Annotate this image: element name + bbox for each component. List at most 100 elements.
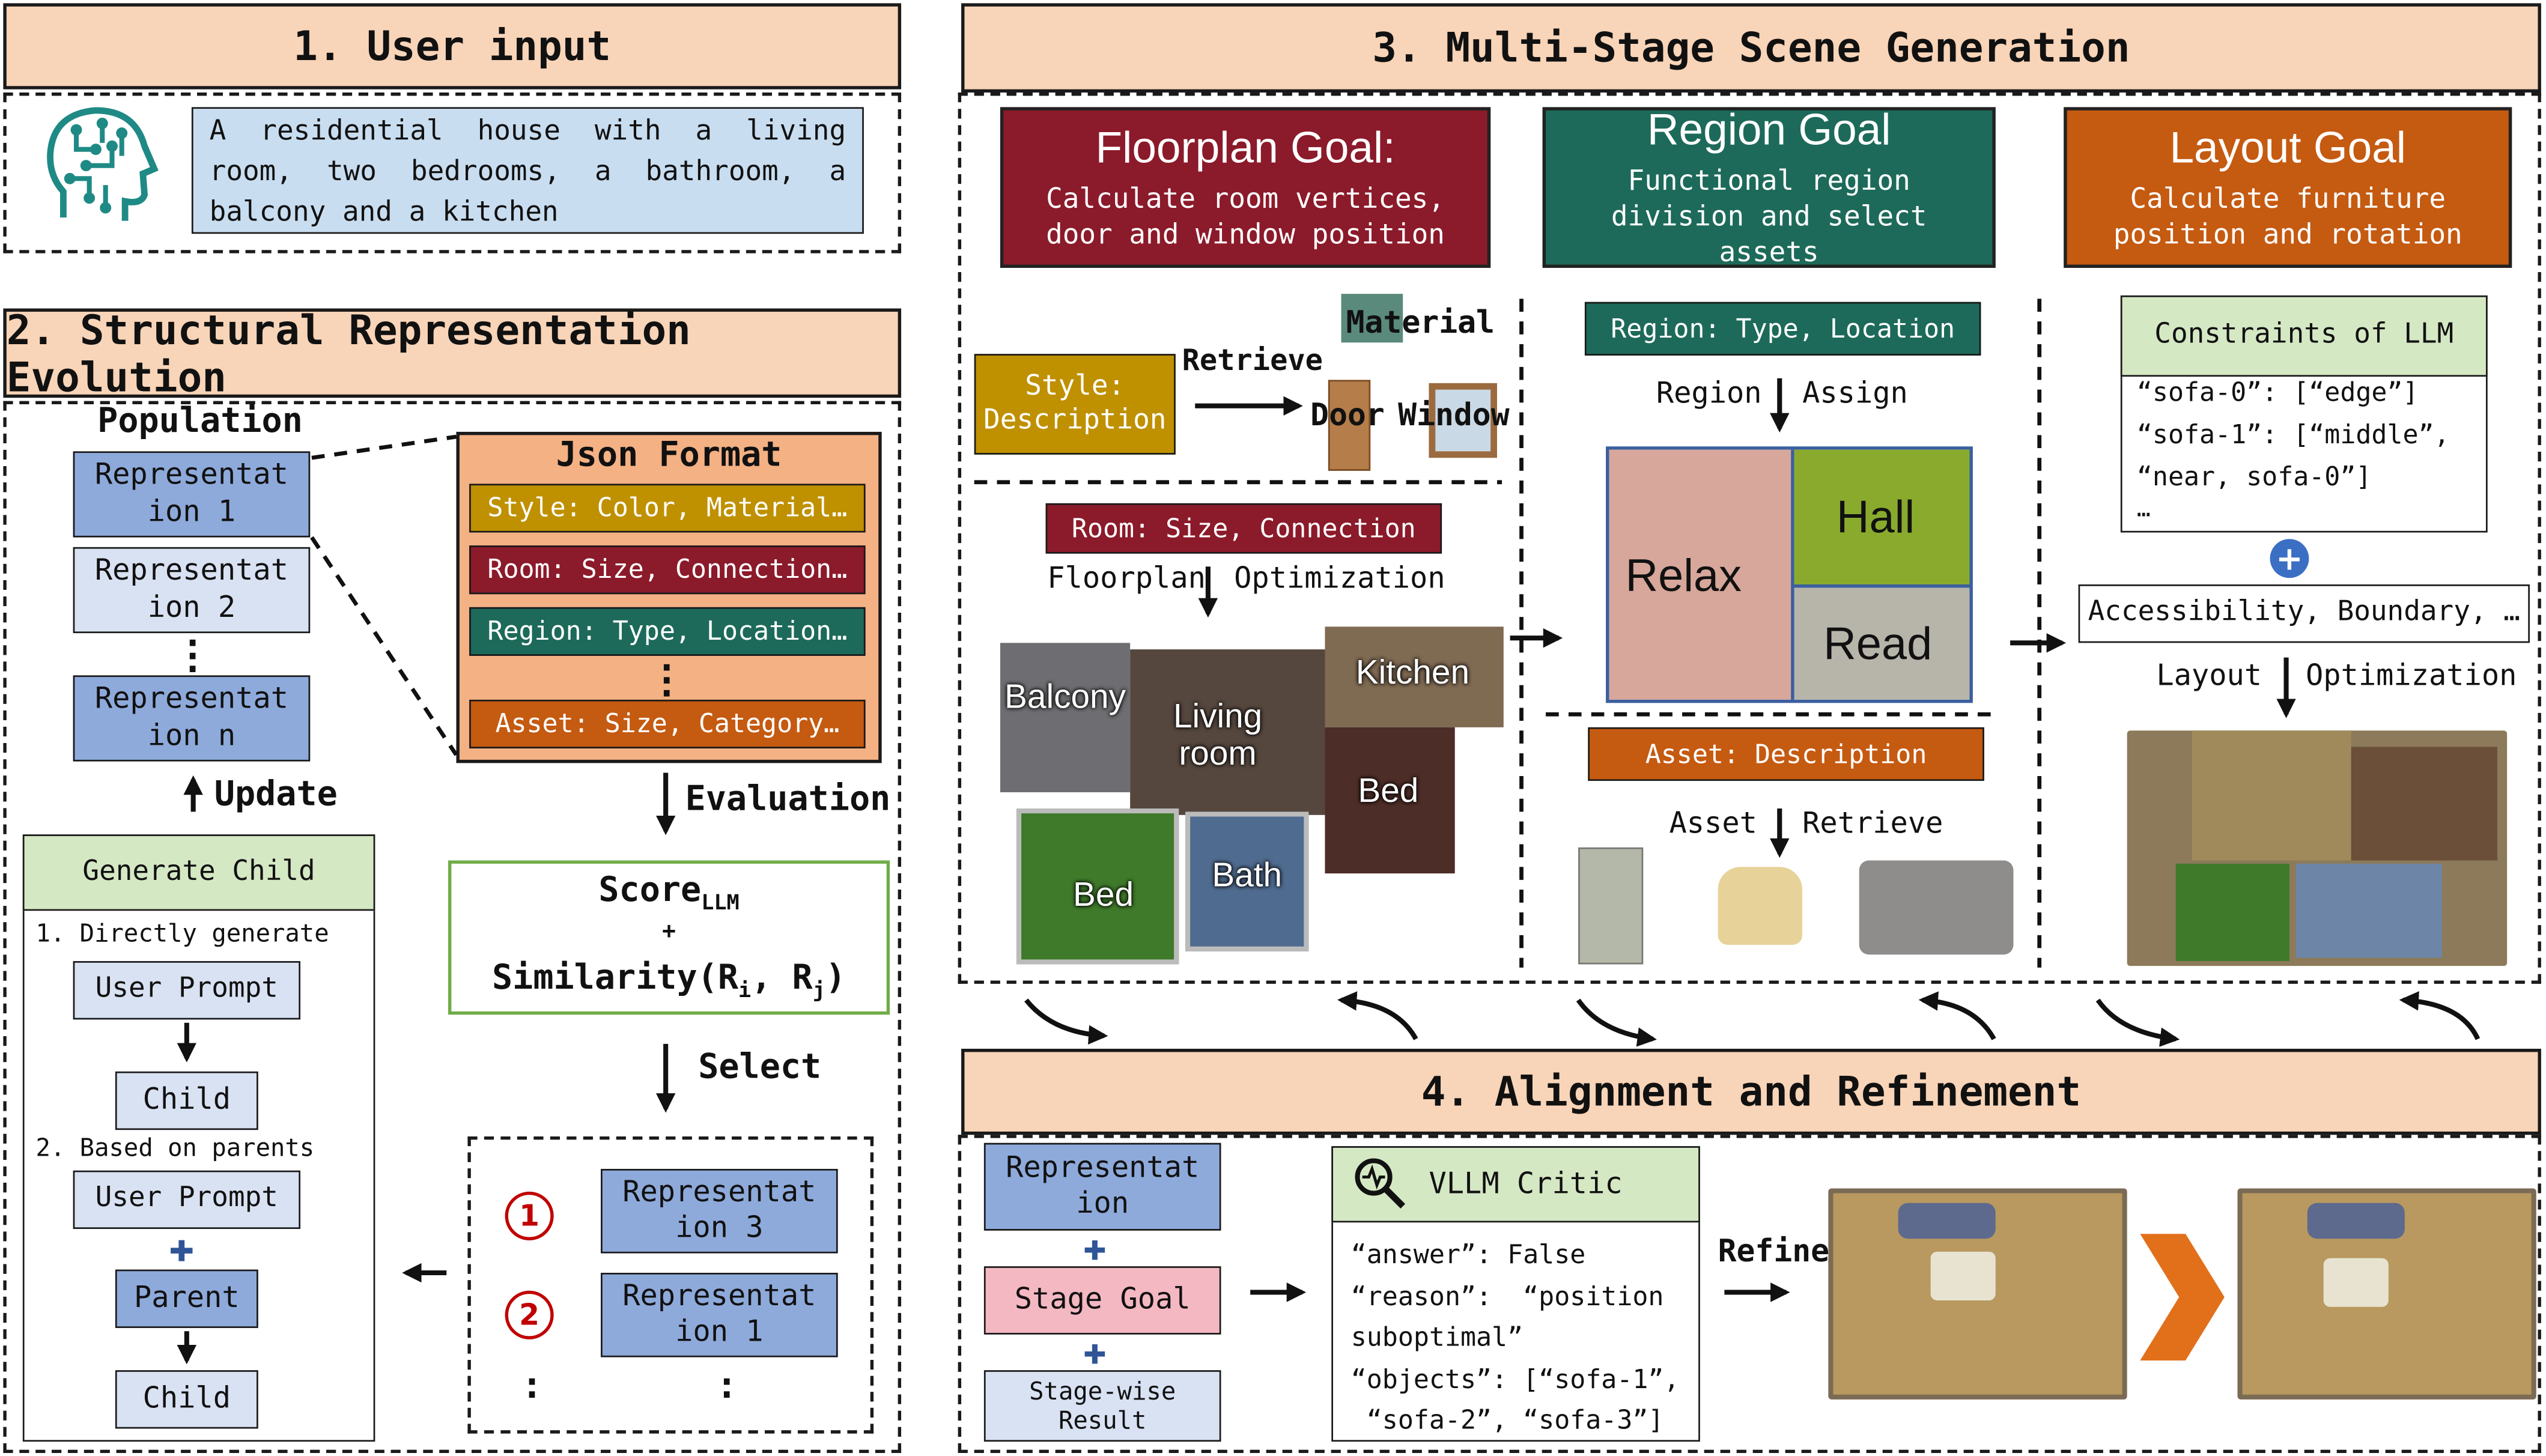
- before-table: [1930, 1251, 1996, 1300]
- bath-label: Bath: [1212, 857, 1283, 895]
- rank-1-badge: 1: [505, 1191, 554, 1240]
- critic-line-5: “sofa-2”, “sofa-3”]: [1350, 1404, 1664, 1436]
- critic-line-4: “objects”: [“sofa-1”,: [1350, 1363, 1680, 1394]
- room-size-box: Room: Size, Connection: [1045, 503, 1442, 554]
- accessibility-box: Accessibility, Boundary, …: [2078, 584, 2530, 643]
- before-sofa: [1898, 1203, 1996, 1239]
- region-label: Region: [1656, 377, 1762, 411]
- constraint-2: “sofa-1”: [“middle”,: [2136, 419, 2450, 450]
- relax-region: [1609, 449, 1794, 700]
- read-region: [1794, 586, 1970, 700]
- asset-label: Asset: [1669, 807, 1757, 842]
- region-goal-title: Region Goal: [1647, 105, 1891, 154]
- layout-goal-title: Layout Goal: [2169, 123, 2407, 172]
- score-plus: +: [662, 918, 676, 945]
- callout-line-bottom: [310, 536, 458, 756]
- constraint-1: “sofa-0”: [“edge”]: [2136, 377, 2419, 408]
- bed1-room: [1325, 727, 1455, 874]
- stage-goal-box: Stage Goal: [983, 1266, 1221, 1335]
- living-label: Living room: [1173, 698, 1263, 773]
- population-rep-1: Representat ion 1: [73, 451, 311, 538]
- population-label: Population: [97, 401, 303, 440]
- bed2-label: Bed: [1073, 876, 1134, 914]
- balcony-room: [1000, 643, 1131, 792]
- score-box: [448, 860, 890, 1015]
- plus-icon-2: ✚: [1083, 1224, 1107, 1270]
- hall-label: Hall: [1836, 491, 1915, 542]
- assign-label: Assign: [1802, 377, 1908, 411]
- after-refine-render: [2237, 1188, 2536, 1400]
- kitchen-label: Kitchen: [1355, 654, 1470, 692]
- stage-result-box: Stage-wise Result: [983, 1370, 1221, 1442]
- region-goal-desc: Functional region division and select as…: [1611, 165, 1927, 270]
- user-prompt-box-1: User Prompt: [73, 961, 301, 1020]
- section2-header: 2. Structural Representation Evolution: [3, 306, 902, 400]
- select-label: Select: [698, 1047, 822, 1087]
- floorplan-render: Balcony Living room Kitchen Bed Bed Bath: [994, 614, 1510, 971]
- constraint-4: …: [2136, 497, 2151, 523]
- read-label: Read: [1823, 618, 1933, 669]
- door-label: Door: [1310, 398, 1385, 434]
- retrieve-label: Retrieve: [1182, 344, 1323, 378]
- similarity-text: Similarity(Ri, Rj): [491, 957, 846, 1004]
- style-description-box: Style: Description: [974, 354, 1176, 455]
- section4-header: 4. Alignment and Refinement: [961, 1049, 2541, 1135]
- critic-title: VLLM Critic: [1429, 1167, 1623, 1202]
- section2-panel: [3, 401, 902, 1454]
- json-field-asset: Asset: Size, Category…: [469, 699, 866, 748]
- parent-box: Parent: [115, 1269, 258, 1328]
- floorplan-goal: Floorplan Goal: Calculate room vertices,…: [1000, 107, 1491, 268]
- layout-room-bath: [2295, 863, 2443, 958]
- population-rep-n: Representat ion n: [73, 675, 311, 762]
- update-label: Update: [214, 774, 338, 814]
- refine-label: Refine: [1718, 1234, 1830, 1270]
- callout-line-top: [311, 434, 457, 460]
- floorplan-label: Floorplan: [1047, 562, 1206, 596]
- plus-circle-icon: +: [2270, 539, 2309, 578]
- bed-asset: [1859, 860, 2014, 955]
- json-field-region: Region: Type, Location…: [469, 607, 866, 656]
- curve-down-1: [1024, 998, 1108, 1045]
- door-icon: [1328, 380, 1371, 471]
- section1-title: 1. User input: [293, 22, 612, 70]
- relax-label: Relax: [1625, 550, 1742, 601]
- json-field-room: Room: Size, Connection…: [469, 545, 866, 595]
- curve-down-2: [1576, 998, 1657, 1047]
- armchair-asset: [1718, 867, 1803, 945]
- region-render: Relax Hall Read: [1606, 446, 1973, 703]
- critic-line-1: “answer”: False: [1350, 1239, 1586, 1270]
- region-divider-h: [1794, 584, 1970, 588]
- after-table: [2323, 1258, 2389, 1307]
- selected-rep-2: Representat ion 1: [601, 1272, 838, 1357]
- curve-up-2: [1918, 991, 1996, 1040]
- ai-head-icon: [41, 97, 163, 243]
- generate-child-panel: [22, 834, 375, 1442]
- json-field-style: Style: Color, Material…: [469, 484, 866, 533]
- selected-rep-1: Representat ion 3: [601, 1169, 838, 1254]
- layout-goal-desc: Calculate furniture position and rotatio…: [2113, 183, 2462, 252]
- bed1-label: Bed: [1358, 772, 1419, 810]
- plus-icon: ✚: [169, 1224, 195, 1273]
- evaluation-label: Evaluation: [685, 779, 891, 819]
- floorplan-goal-desc: Calculate room vertices, door and window…: [1046, 183, 1445, 252]
- critic-line-2: “reason”: “position: [1350, 1280, 1664, 1311]
- layout-room-green: [2175, 863, 2289, 962]
- optimization-label: Optimization: [1234, 562, 1445, 596]
- material-swatch: [1341, 294, 1403, 343]
- plus-icon-3: ✚: [1083, 1327, 1107, 1374]
- constraints-title: Constraints of LLM: [2120, 295, 2488, 377]
- curve-down-3: [2095, 998, 2180, 1047]
- child-box-1: Child: [115, 1071, 258, 1130]
- section3-header: 3. Multi-Stage Scene Generation: [961, 3, 2541, 93]
- dresser-asset: [1578, 847, 1644, 965]
- asset-description-box: Asset: Description: [1588, 727, 1984, 781]
- material-label-overlay: Material: [1346, 305, 1495, 341]
- layout-render: [2127, 730, 2508, 966]
- before-refine-render: [1828, 1188, 2127, 1400]
- window-label: Window: [1398, 398, 1510, 434]
- rank-2-badge: 2: [505, 1290, 554, 1339]
- optimization2-label: Optimization: [2305, 659, 2517, 694]
- curve-up-3: [2399, 991, 2481, 1040]
- section1-header: 1. User input: [3, 3, 902, 89]
